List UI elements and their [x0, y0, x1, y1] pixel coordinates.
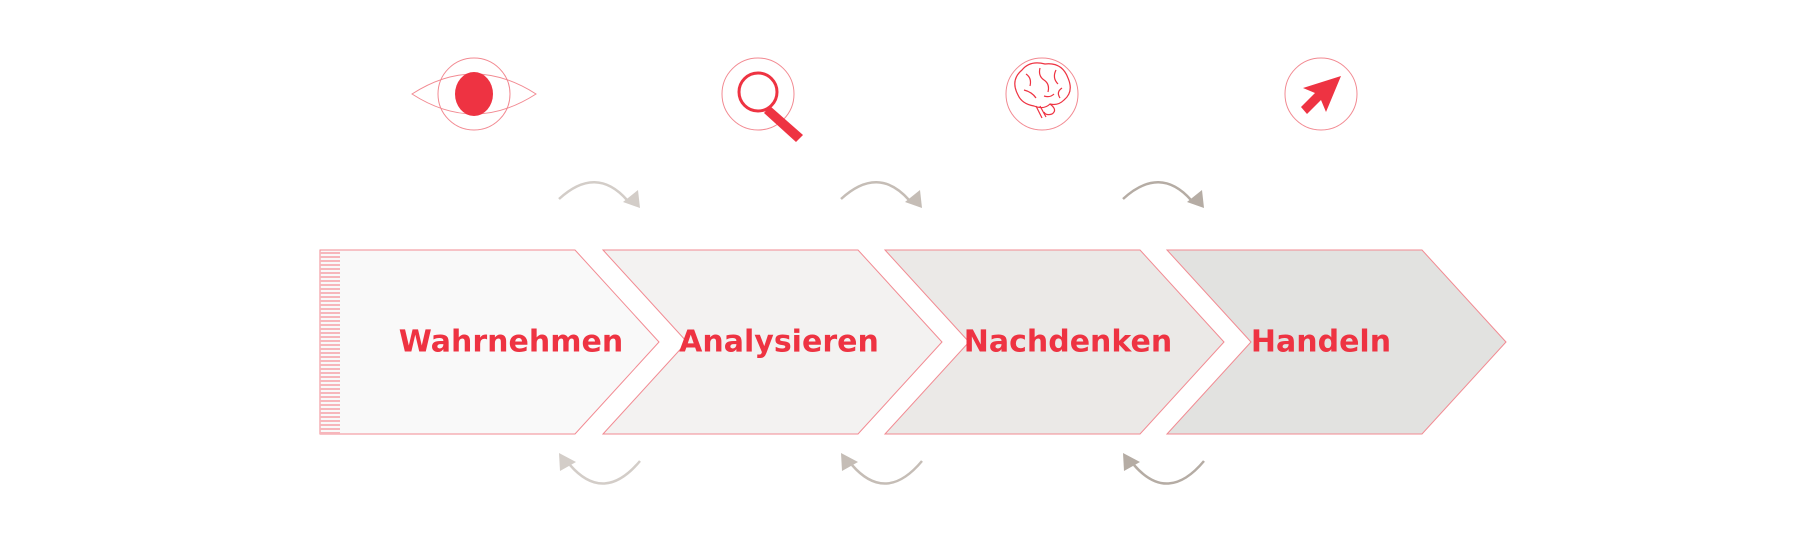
magnifier-icon [721, 57, 803, 142]
backward-cycle-arrow-icon [559, 453, 641, 485]
stage-analysieren: Analysieren [601, 249, 943, 435]
stage-wahrnehmen: Wahrnehmen [319, 249, 660, 435]
forward-cycle-arrow-icon [558, 181, 640, 208]
forward-cycle-arrow-icon [1122, 181, 1204, 208]
stage-label: Nachdenken [964, 325, 1173, 360]
cycle-arrows [558, 181, 1205, 485]
stage-label: Handeln [1251, 325, 1391, 360]
eye-icon [411, 57, 537, 131]
stage-label: Wahrnehmen [399, 325, 623, 360]
stage-chevrons: Wahrnehmen Analysieren Nachdenken Handeln [319, 249, 1507, 435]
stage-label: Analysieren [679, 325, 879, 360]
stage-shape [883, 249, 1225, 435]
forward-cycle-arrow-icon [840, 181, 922, 208]
stage-shape [1165, 249, 1507, 435]
backward-cycle-arrow-icon [1123, 453, 1205, 485]
stage-nachdenken: Nachdenken [883, 249, 1225, 435]
stage-shape [601, 249, 943, 435]
stage-handeln: Handeln [1165, 249, 1507, 435]
brain-icon [1005, 57, 1079, 131]
backward-cycle-arrow-icon [841, 453, 923, 485]
cursor-arrow-icon [1284, 57, 1358, 131]
striped-edge [320, 250, 340, 434]
